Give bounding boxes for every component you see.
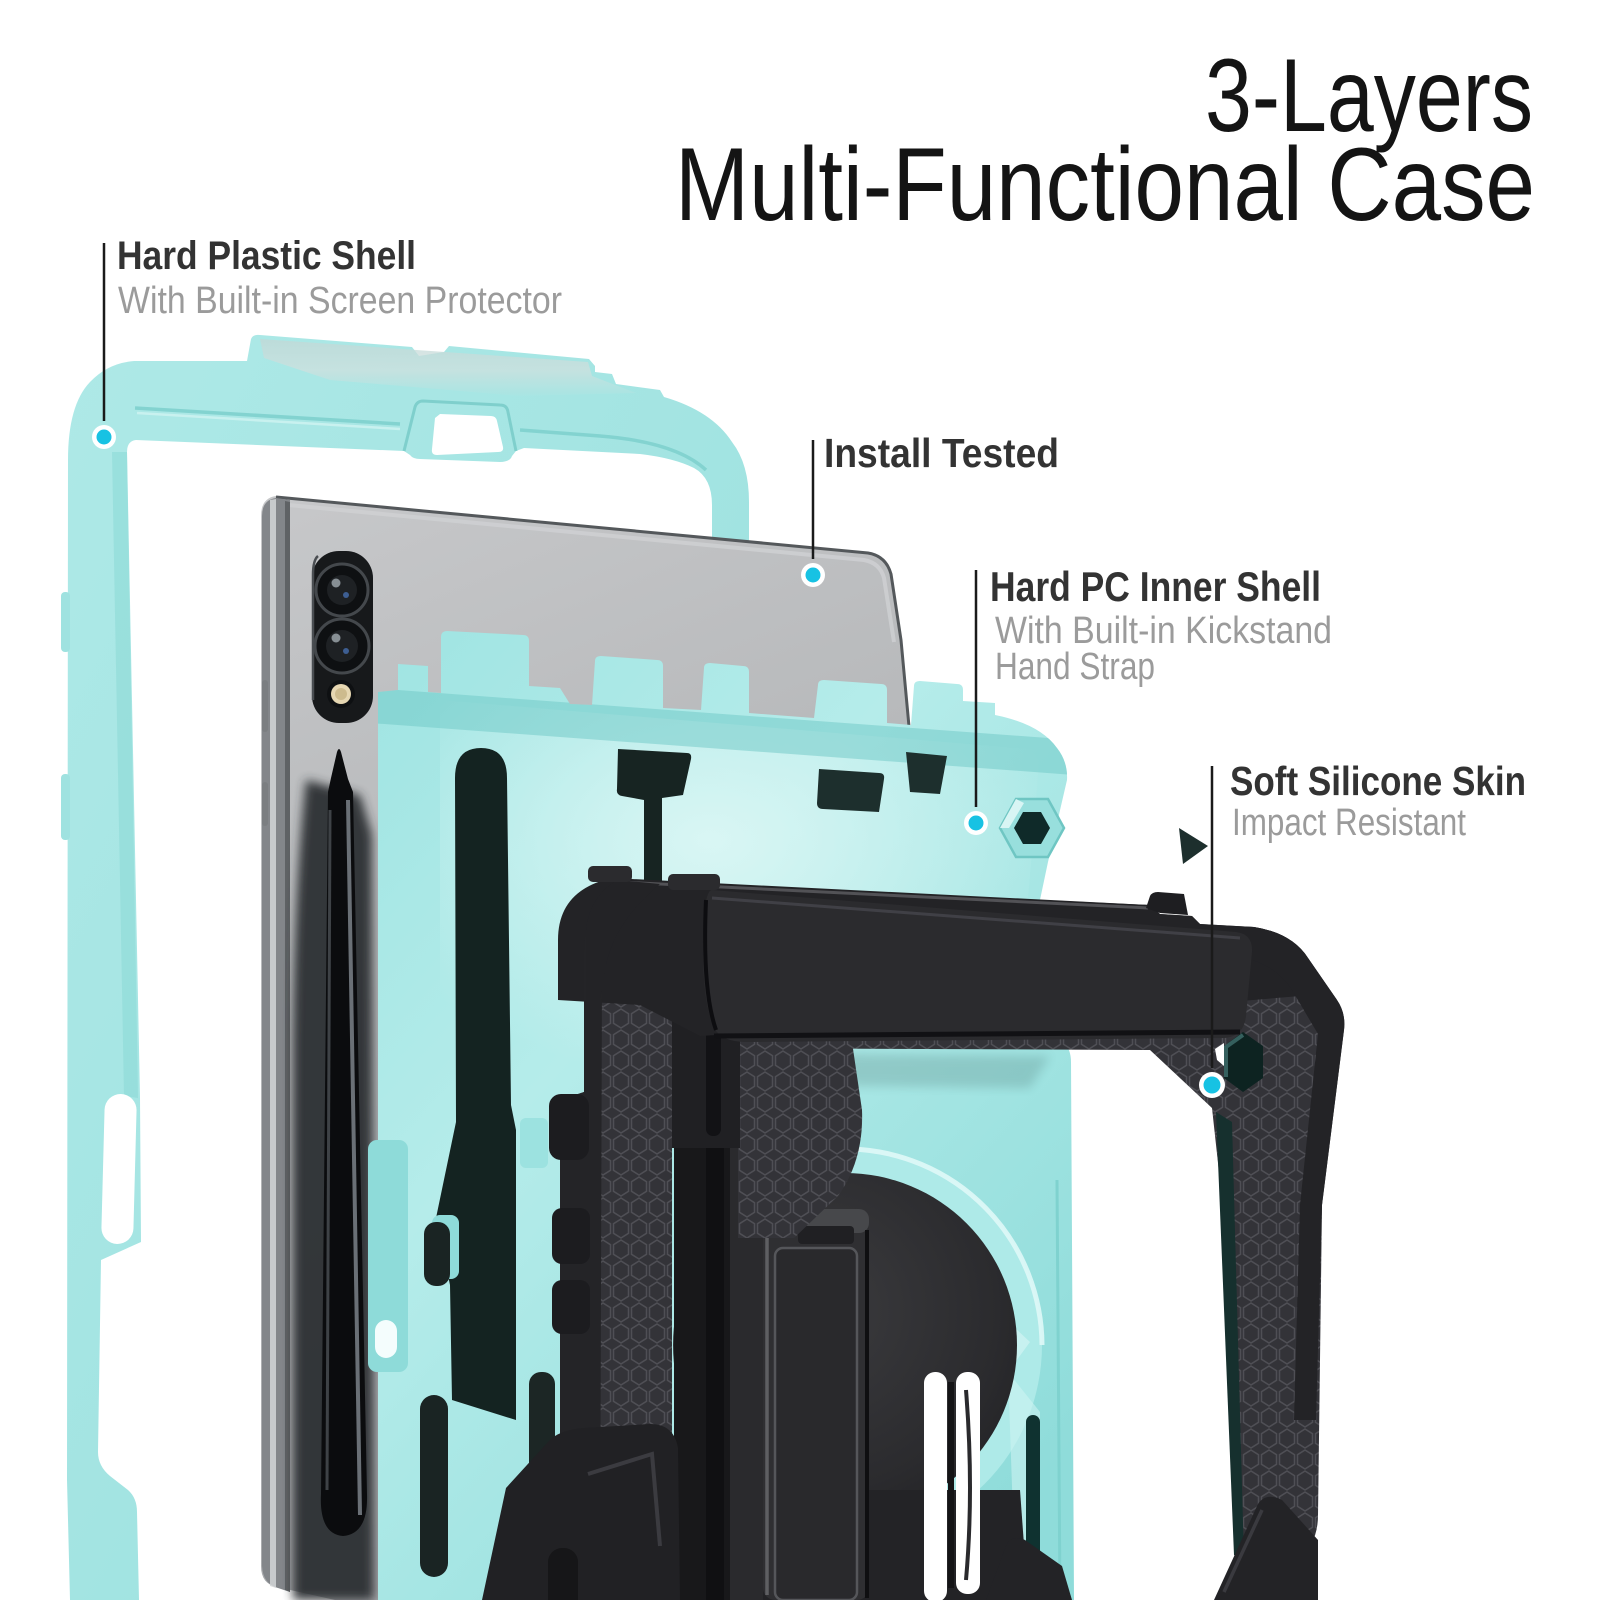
svg-text:With Built-in Screen Protector: With Built-in Screen Protector — [118, 280, 562, 322]
svg-text:With Built-in Kickstand: With Built-in Kickstand — [995, 610, 1332, 652]
svg-text:Soft Silicone Skin: Soft Silicone Skin — [1230, 758, 1526, 804]
svg-text:Impact Resistant: Impact Resistant — [1232, 802, 1466, 844]
svg-text:Install Tested: Install Tested — [824, 430, 1059, 476]
svg-text:Multi-Functional Case: Multi-Functional Case — [675, 127, 1535, 243]
svg-text:Hand Strap: Hand Strap — [995, 646, 1155, 688]
svg-text:Hard Plastic Shell: Hard Plastic Shell — [117, 234, 416, 278]
svg-text:3-Layers: 3-Layers — [1205, 38, 1533, 154]
svg-text:Hard PC Inner Shell: Hard PC Inner Shell — [990, 563, 1321, 610]
